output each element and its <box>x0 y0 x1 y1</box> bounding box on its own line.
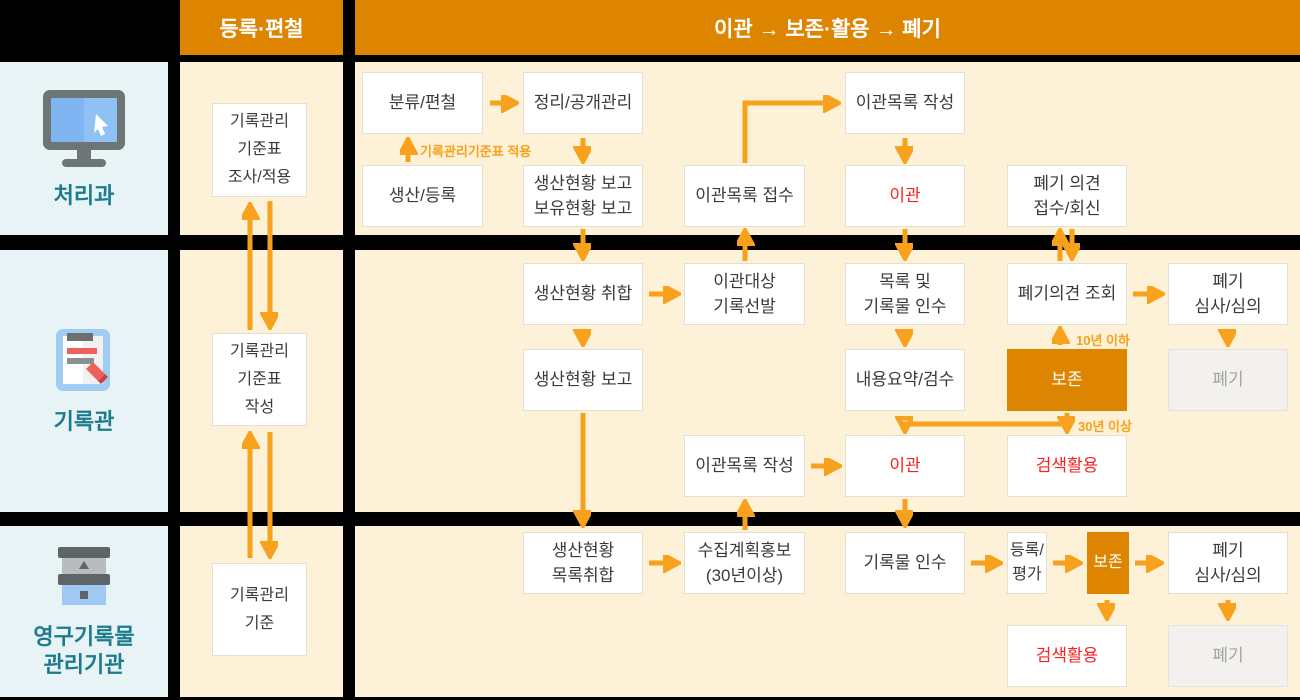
box-collection-plan-promo: 수집계획홍보 (30년이상) <box>684 532 805 594</box>
box-records-standard: 기록관리 기준 <box>212 563 307 656</box>
header-stage-registration: 등록·편철 <box>180 0 343 55</box>
note-over-30-years: 30년 이상 <box>1078 419 1132 434</box>
lane-label-processing-dept: 처리과 <box>53 182 115 208</box>
box-search-use-row2: 검색활용 <box>1007 435 1127 497</box>
box-status-list-collect: 생산현황 목록취합 <box>523 532 643 594</box>
box-search-use-row3: 검색활용 <box>1007 625 1127 687</box>
box-preserve-row2: 보존 <box>1007 349 1127 411</box>
box-production-holding-report: 생산현황 보고 보유현황 보고 <box>523 165 643 227</box>
box-register-evaluate: 등록/ 평가 <box>1007 532 1047 594</box>
box-status-collect: 생산현황 취합 <box>523 263 643 325</box>
panel-row2-right <box>355 250 1300 512</box>
box-transfer-target-select: 이관대상 기록선발 <box>684 263 805 325</box>
box-dispose-row3: 폐기 <box>1168 625 1288 687</box>
box-transfer-list-receive: 이관목록 접수 <box>684 165 805 227</box>
box-produce-register: 생산/등록 <box>362 165 483 227</box>
box-status-report: 생산현황 보고 <box>523 349 643 411</box>
monitor-icon <box>43 89 125 167</box>
box-transfer-row2: 이관 <box>845 435 965 497</box>
box-list-records-receive: 목록 및 기록물 인수 <box>845 263 965 325</box>
box-standard-survey-apply: 기록관리 기준표 조사/적용 <box>212 103 307 197</box>
box-classify-file: 분류/편철 <box>362 72 483 134</box>
box-transfer-list-write-row1: 이관목록 작성 <box>845 72 965 134</box>
lane-label-permanent-archive: 영구기록물 관리기관 <box>33 624 135 677</box>
box-records-receive: 기록물 인수 <box>845 532 965 594</box>
box-preserve-row3: 보존 <box>1087 532 1129 594</box>
lane-records-center: 기록관 <box>0 250 168 512</box>
clipboard-icon <box>56 329 110 392</box>
lane-permanent-archive: 영구기록물 관리기관 <box>0 526 168 697</box>
box-disposal-judge-row2: 폐기 심사/심의 <box>1168 263 1288 325</box>
box-transfer-row1: 이관 <box>845 165 965 227</box>
box-standard-write: 기록관리 기준표 작성 <box>212 333 307 426</box>
panel-row3-right <box>355 526 1300 697</box>
box-disposal-judge-row3: 폐기 심사/심의 <box>1168 532 1288 594</box>
lane-processing-dept: 처리과 <box>0 62 168 235</box>
box-dispose-row2: 폐기 <box>1168 349 1288 411</box>
note-under-10-years: 10년 이하 <box>1076 333 1130 348</box>
lane-label-records-center: 기록관 <box>53 409 115 435</box>
box-transfer-list-write-row2: 이관목록 작성 <box>684 435 805 497</box>
box-summary-inspection: 내용요약/검수 <box>845 349 965 411</box>
box-disposal-opinion-receive-reply: 폐기 의견 접수/회신 <box>1007 165 1127 227</box>
header-stage-transfer-preserve-dispose: 이관 → 보존·활용 → 폐기 <box>355 0 1300 55</box>
box-organize-disclosure: 정리/공개관리 <box>523 72 643 134</box>
box-disposal-opinion-inquiry: 폐기의견 조회 <box>1007 263 1127 325</box>
note-apply-standard: 기록관리기준표 적용 <box>420 144 532 159</box>
archive-box-icon <box>58 547 110 605</box>
